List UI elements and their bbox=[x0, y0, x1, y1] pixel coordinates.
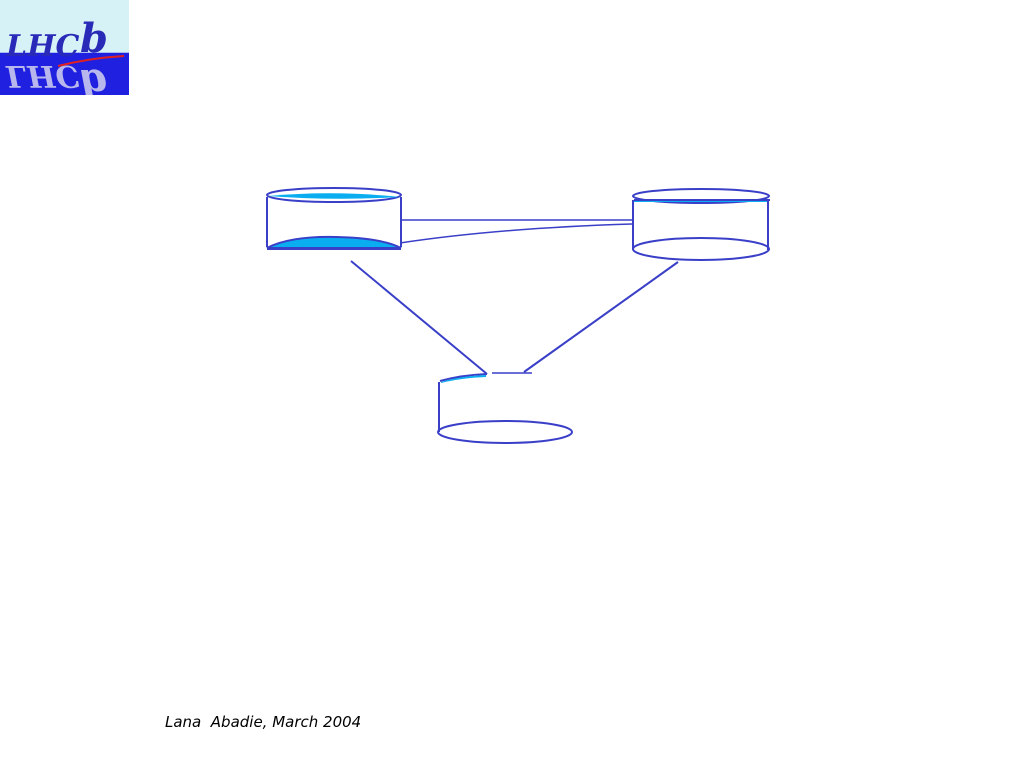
connector-top-right-to-bottom bbox=[523, 261, 679, 373]
svg-text:LHC: LHC bbox=[5, 29, 79, 64]
connection-lines bbox=[350, 219, 679, 375]
svg-text:b: b bbox=[80, 60, 108, 95]
database-cylinder-top-left bbox=[266, 187, 402, 250]
lhcb-logo: LHC b LHC b bbox=[0, 0, 129, 95]
author-date-footer: Lana Abadie, March 2004 bbox=[165, 713, 362, 731]
database-cylinder-top-right bbox=[632, 188, 770, 261]
database-cylinder-bottom bbox=[437, 372, 573, 444]
connector-top-left-to-top-right-lower bbox=[399, 223, 633, 244]
connector-top-left-to-bottom bbox=[350, 260, 488, 375]
svg-text:b: b bbox=[80, 15, 108, 62]
